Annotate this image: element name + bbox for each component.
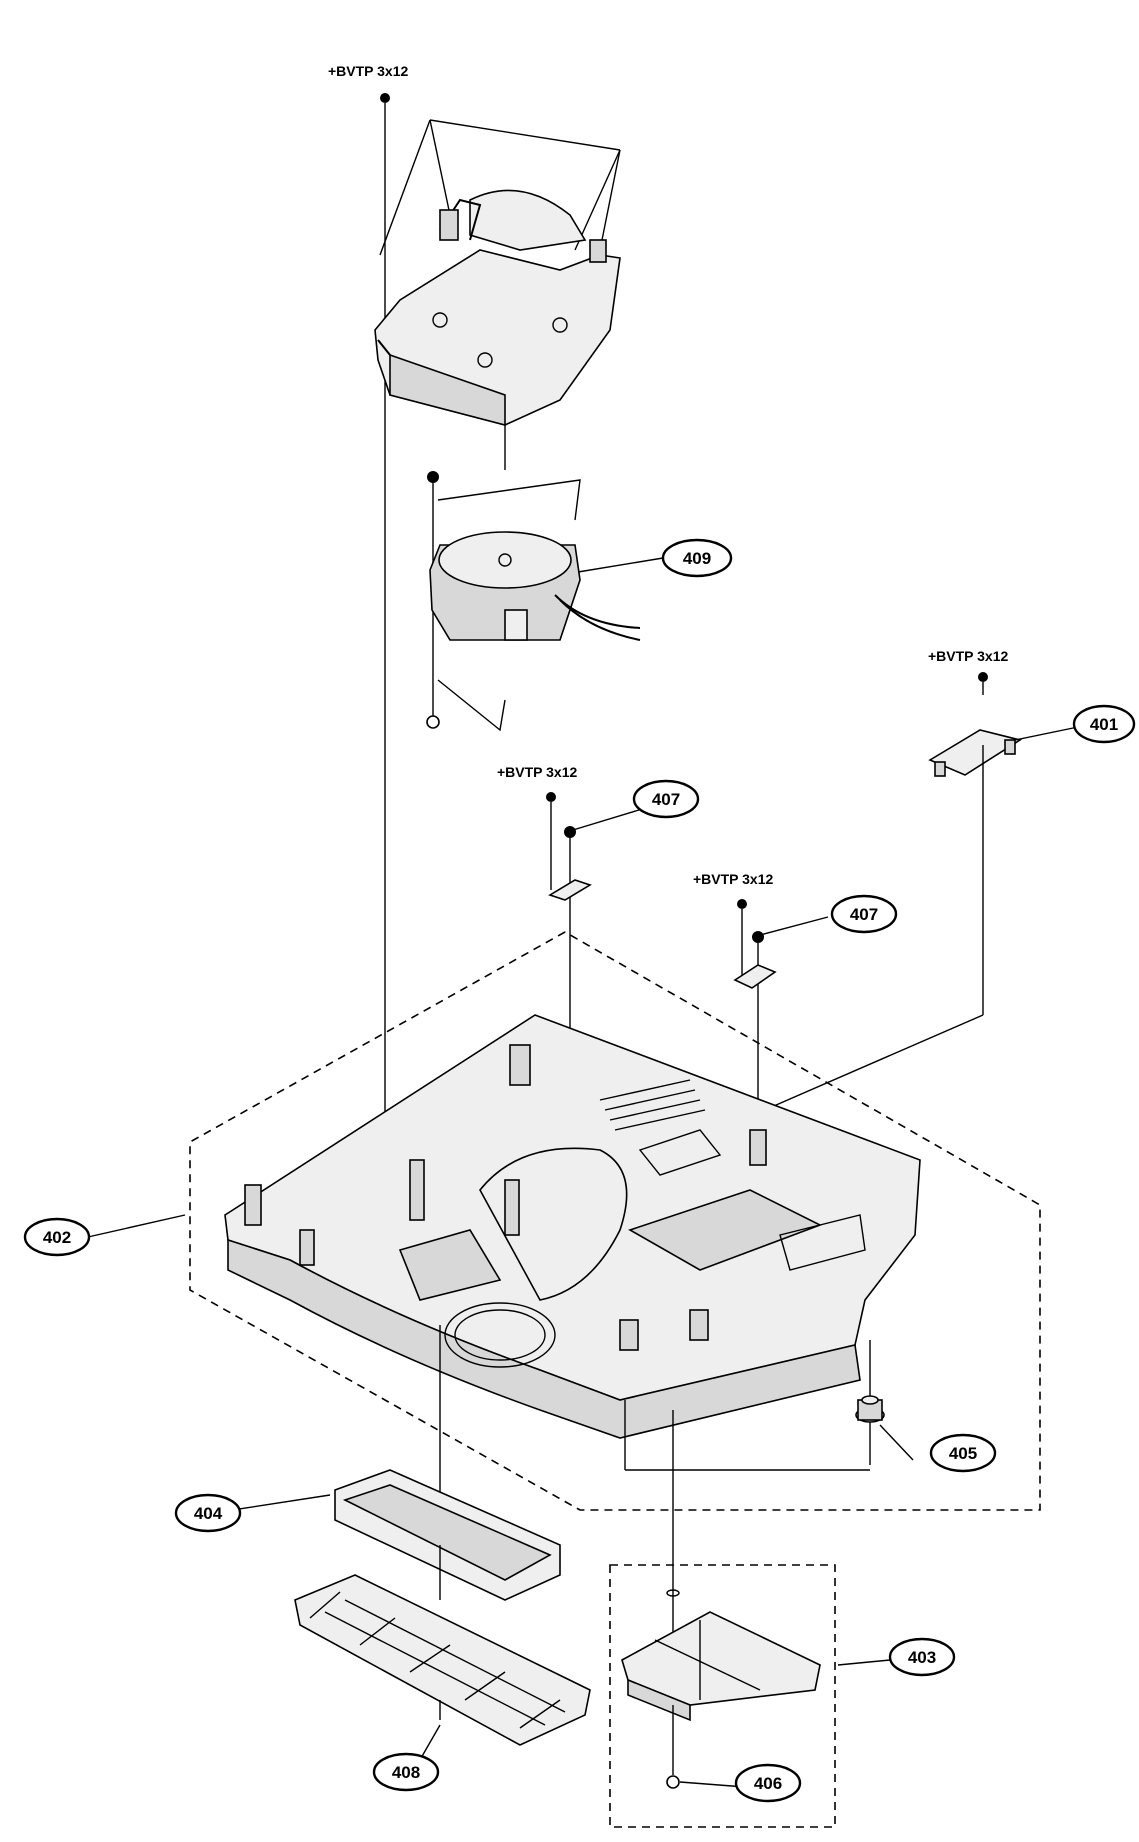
callout-402: 402 <box>23 1217 91 1257</box>
screw-right-middle: +BVTP 3x12 <box>693 871 774 975</box>
screw-label-right: +BVTP 3x12 <box>928 648 1009 664</box>
callout-407-b: 407 <box>830 894 898 934</box>
callout-405: 405 <box>929 1433 997 1473</box>
svg-text:402: 402 <box>43 1228 71 1247</box>
svg-text:407: 407 <box>652 790 680 809</box>
callout-403: 403 <box>888 1637 956 1677</box>
optical-pickup-assembly <box>374 119 621 470</box>
chassis-dashed-boundary <box>189 931 1041 1511</box>
callout-408: 408 <box>372 1752 440 1792</box>
bracket-407-a <box>548 879 592 901</box>
svg-text:409: 409 <box>683 549 711 568</box>
callout-404: 404 <box>174 1493 242 1533</box>
bottom-chassis <box>224 1014 921 1471</box>
callout-409: 409 <box>661 538 733 578</box>
screw-top-left: +BVTP 3x12 <box>328 63 409 1310</box>
callout-406: 406 <box>734 1763 802 1803</box>
svg-text:404: 404 <box>194 1504 223 1523</box>
cover-dashed-boundary <box>609 1564 836 1828</box>
bracket-407-b <box>733 964 777 989</box>
screw-label-top: +BVTP 3x12 <box>328 63 409 79</box>
spindle-motor-assembly <box>426 471 641 732</box>
callout-401: 401 <box>1072 704 1136 744</box>
svg-text:406: 406 <box>754 1774 782 1793</box>
screw-right: +BVTP 3x12 <box>928 648 1009 695</box>
screw-label-middle: +BVTP 3x12 <box>497 764 578 780</box>
grille-408 <box>294 1545 591 1746</box>
svg-text:408: 408 <box>392 1763 420 1782</box>
screw-label-right-middle: +BVTP 3x12 <box>693 871 774 887</box>
svg-text:407: 407 <box>850 905 878 924</box>
screw-middle: +BVTP 3x12 <box>497 764 578 890</box>
cover-403 <box>621 1410 821 1789</box>
svg-text:401: 401 <box>1090 715 1118 734</box>
svg-text:403: 403 <box>908 1648 936 1667</box>
svg-text:405: 405 <box>949 1444 977 1463</box>
filter-404 <box>334 1325 561 1601</box>
callout-407-a: 407 <box>632 779 700 819</box>
foot-405 <box>855 1395 885 1423</box>
